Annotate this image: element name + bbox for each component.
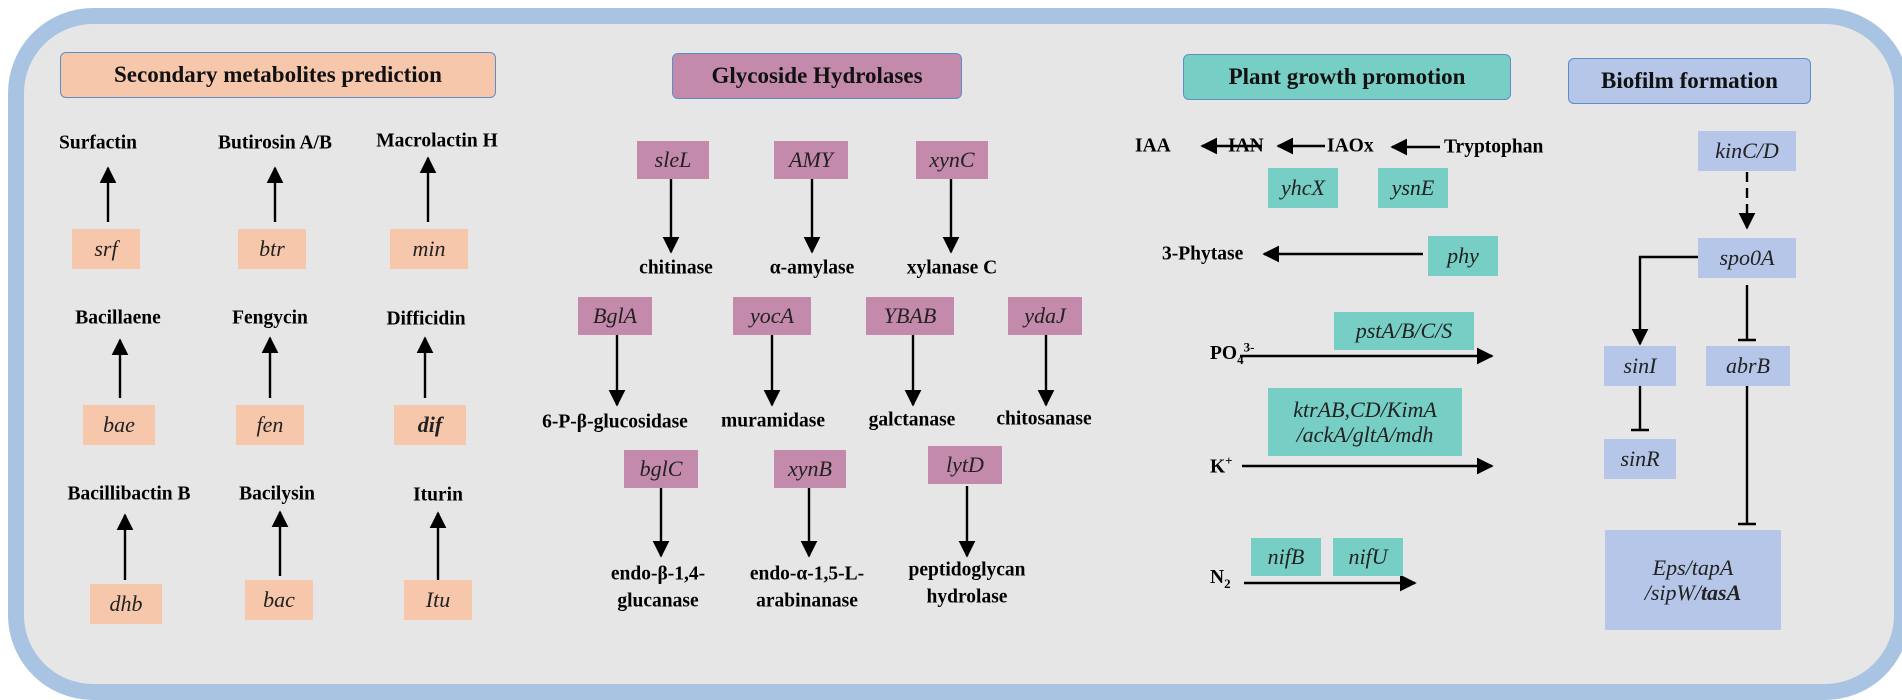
product-fengycin: Fengycin bbox=[232, 307, 308, 329]
gene-eps-operon: Eps/tapA /sipW/tasA bbox=[1605, 530, 1781, 630]
enzyme-muramidase: muramidase bbox=[721, 410, 825, 432]
label-iaox: IAOx bbox=[1327, 135, 1374, 157]
product-difficidin: Difficidin bbox=[386, 308, 466, 330]
gene-yocA: yocA bbox=[733, 297, 811, 335]
gene-phy: phy bbox=[1428, 236, 1498, 276]
po4-base: PO bbox=[1210, 343, 1238, 365]
product-macrolactin: Macrolactin H bbox=[376, 130, 498, 152]
gene-abrB: abrB bbox=[1706, 346, 1790, 386]
label-iaa: IAA bbox=[1135, 135, 1171, 157]
product-bacilysin: Bacilysin bbox=[239, 483, 315, 505]
gene-pstABCS: pstA/B/C/S bbox=[1334, 312, 1474, 350]
gene-ktr-group: ktrAB,CD/KimA /ackA/gltA/mdh bbox=[1268, 388, 1462, 456]
gene-dif: dif bbox=[394, 405, 466, 445]
enzyme-chitinase: chitinase bbox=[639, 257, 713, 279]
gene-btr: btr bbox=[238, 229, 306, 269]
eps-tasA: tasA bbox=[1700, 580, 1742, 605]
gene-sinR: sinR bbox=[1604, 439, 1676, 479]
label-n2: N2 bbox=[1210, 567, 1231, 591]
gene-xynC: xynC bbox=[916, 141, 988, 179]
gene-nifB: nifB bbox=[1251, 538, 1321, 576]
enzyme-6-p-beta-glucosidase: 6-P-β-glucosidase bbox=[542, 411, 688, 433]
product-bacillibactin: Bacillibactin B bbox=[67, 483, 191, 505]
gene-bglA: BglA bbox=[578, 297, 652, 335]
label-po4: PO43- bbox=[1210, 339, 1255, 368]
product-bacillaene: Bacillaene bbox=[75, 307, 161, 329]
enzyme-peptidoglycan-hydrolase: peptidoglycan hydrolase bbox=[908, 559, 1026, 608]
enzyme-alpha-amylase: α-amylase bbox=[769, 257, 855, 279]
gene-fen: fen bbox=[236, 405, 304, 445]
gene-kinCD: kinC/D bbox=[1698, 131, 1796, 171]
eps-line-1: Eps/tapA bbox=[1652, 554, 1734, 580]
gene-amy: AMY bbox=[774, 141, 848, 179]
label-ian: IAN bbox=[1228, 135, 1264, 157]
gene-bac: bac bbox=[245, 580, 313, 620]
enzyme-endo-alpha-arabinanase: endo-α-1,5-L- arabinanase bbox=[749, 563, 865, 612]
gene-lytD: lytD bbox=[928, 446, 1002, 484]
gene-ydaJ: ydaJ bbox=[1008, 297, 1082, 335]
gene-bglC: bglC bbox=[624, 450, 698, 488]
po4-superscript: 3- bbox=[1243, 339, 1255, 355]
k-superscript: + bbox=[1225, 453, 1233, 469]
arrow-spo0A-sinI bbox=[1631, 255, 1698, 346]
enzyme-endo-beta-glucanase: endo-β-1,4- glucanase bbox=[610, 563, 706, 612]
k-base: K bbox=[1210, 456, 1226, 478]
gene-ysnE: ysnE bbox=[1378, 168, 1448, 208]
enzyme-galctanase: galctanase bbox=[868, 409, 956, 431]
gene-yhcX: yhcX bbox=[1268, 168, 1338, 208]
gene-srf: srf bbox=[72, 229, 140, 269]
product-iturin: Iturin bbox=[413, 484, 463, 506]
eps-sipW: /sipW/ bbox=[1644, 580, 1701, 605]
label-3-phytase: 3-Phytase bbox=[1162, 243, 1244, 265]
n2-subscript: 2 bbox=[1224, 575, 1231, 591]
label-k-ion: K+ bbox=[1210, 453, 1233, 478]
header-plant-growth-promotion: Plant growth promotion bbox=[1183, 54, 1511, 100]
product-butirosin: Butirosin A/B bbox=[218, 132, 332, 154]
n2-base: N bbox=[1210, 566, 1225, 588]
gene-dhb: dhb bbox=[90, 584, 162, 624]
gene-xynB: xynB bbox=[774, 450, 846, 488]
gene-itu: Itu bbox=[404, 580, 472, 620]
gene-sleL: sleL bbox=[637, 141, 709, 179]
gene-ybab: YBAB bbox=[866, 297, 954, 335]
product-surfactin: Surfactin bbox=[59, 132, 137, 154]
enzyme-chitosanase: chitosanase bbox=[996, 408, 1092, 430]
enzyme-xylanase-c: xylanase C bbox=[906, 257, 998, 279]
gene-min: min bbox=[390, 229, 468, 269]
header-glycoside-hydrolases: Glycoside Hydrolases bbox=[672, 53, 962, 99]
label-tryptophan: Tryptophan bbox=[1444, 136, 1544, 158]
gene-sinI: sinI bbox=[1604, 346, 1676, 386]
eps-line-2: /sipW/tasA bbox=[1645, 580, 1742, 605]
gene-spo0A: spo0A bbox=[1698, 238, 1796, 278]
header-biofilm-formation: Biofilm formation bbox=[1568, 58, 1811, 104]
header-secondary-metabolites: Secondary metabolites prediction bbox=[60, 52, 496, 98]
gene-bae: bae bbox=[83, 405, 155, 445]
po4-subscript: 4 bbox=[1237, 352, 1244, 368]
gene-nifU: nifU bbox=[1333, 538, 1403, 576]
